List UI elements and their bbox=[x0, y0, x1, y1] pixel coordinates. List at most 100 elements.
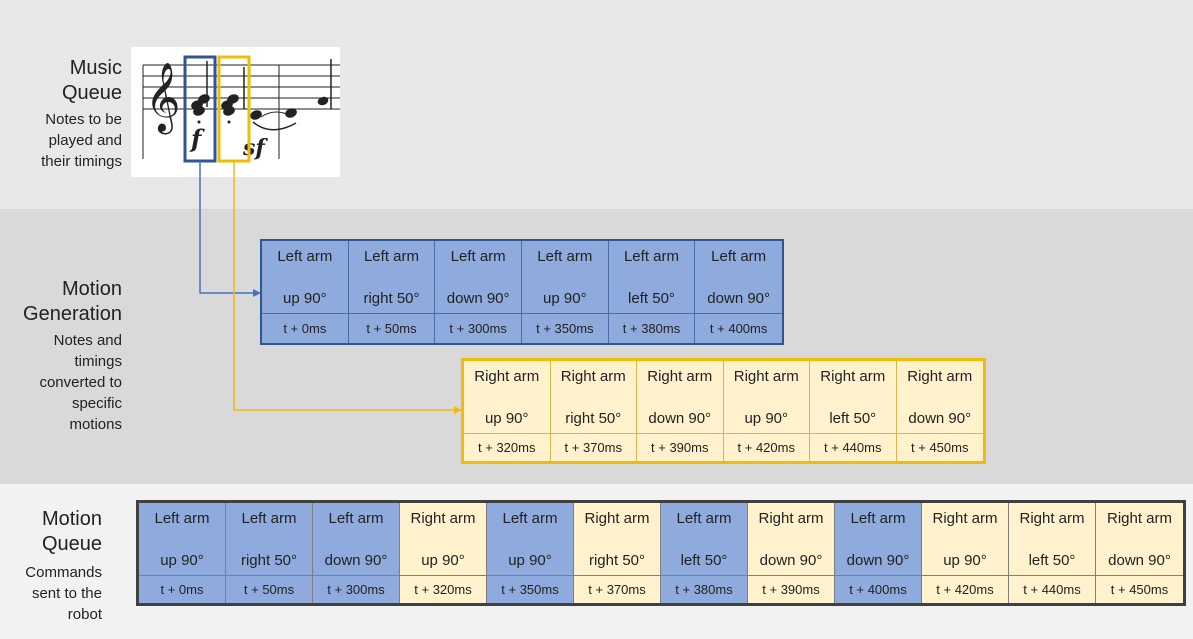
motion-text: down 90° bbox=[446, 289, 510, 307]
music-queue-title-1: Music bbox=[69, 57, 122, 79]
motion-text: Right arm bbox=[647, 367, 713, 385]
motion-text: Right arm bbox=[907, 367, 973, 385]
motion-label: Left arm up 90° bbox=[262, 241, 348, 314]
motion-text: Left arm bbox=[850, 509, 906, 527]
motion-text: right 50° bbox=[240, 551, 298, 569]
motion-text: left 50° bbox=[829, 409, 877, 427]
motion-text: Left arm bbox=[623, 247, 679, 265]
motion-queue-title-2: Queue bbox=[41, 533, 102, 555]
motion-label: Left arm right 50° bbox=[226, 503, 312, 576]
svg-text:f: f bbox=[189, 124, 205, 153]
motion-generation-sub-5: motions bbox=[69, 416, 122, 433]
music-queue-sub-1: Notes to be bbox=[45, 111, 122, 128]
motion-time: t + 50ms bbox=[243, 582, 295, 597]
motion-generation-label: Motion Generation Notes and timings conv… bbox=[0, 276, 122, 435]
motion-text: Right arm bbox=[1106, 509, 1173, 527]
music-queue-sub-2: played and bbox=[48, 132, 122, 149]
motion-generation-sub-4: specific bbox=[71, 395, 122, 412]
svg-text:sf: sf bbox=[242, 135, 268, 161]
motion-time: t + 380ms bbox=[675, 582, 733, 597]
motion-cell: Right arm up 90° t + 420ms bbox=[922, 503, 1009, 603]
motion-label: Right arm down 90° bbox=[748, 503, 834, 576]
motion-text: down 90° bbox=[1108, 551, 1171, 569]
motion-text: Left arm bbox=[277, 247, 333, 265]
motion-text: Right arm bbox=[733, 367, 799, 385]
motion-time: t + 450ms bbox=[1110, 582, 1169, 597]
motion-text: up 90° bbox=[943, 551, 987, 569]
music-queue-title-2: Queue bbox=[61, 82, 122, 104]
motion-text: Right arm bbox=[758, 509, 824, 527]
motion-text: Left arm bbox=[537, 247, 593, 265]
motion-label: Right arm down 90° bbox=[1096, 503, 1183, 576]
motion-time: t + 50ms bbox=[366, 321, 417, 336]
motion-text: Right arm bbox=[474, 367, 540, 385]
motion-time: t + 300ms bbox=[327, 582, 385, 597]
motion-text: right 50° bbox=[588, 551, 646, 569]
motion-time: t + 370ms bbox=[588, 582, 646, 597]
motion-text: down 90° bbox=[846, 551, 910, 569]
motion-time: t + 370ms bbox=[564, 440, 622, 455]
motion-cell: Left arm down 90° t + 400ms bbox=[835, 503, 922, 603]
motion-text: Left arm bbox=[241, 509, 297, 527]
motion-text: up 90° bbox=[283, 289, 327, 307]
motion-cell: Right arm right 50° t + 370ms bbox=[550, 361, 637, 461]
motion-text: down 90° bbox=[759, 551, 823, 569]
motion-text: Left arm bbox=[676, 509, 732, 527]
motion-queue-label: Motion Queue Commands sent to the robot bbox=[0, 506, 102, 625]
music-queue-sub-3: their timings bbox=[41, 153, 122, 170]
motion-label: Right arm right 50° bbox=[574, 503, 660, 576]
sheet-music-icon: 𝄞 f sf bbox=[142, 59, 340, 161]
motion-text: Right arm bbox=[932, 509, 998, 527]
motion-cell: Right arm down 90° t + 450ms bbox=[1096, 503, 1183, 603]
motion-text: Left arm bbox=[154, 509, 210, 527]
motion-time: t + 420ms bbox=[737, 440, 795, 455]
motion-label: Left arm down 90° bbox=[835, 503, 921, 576]
motion-text: down 90° bbox=[648, 409, 712, 427]
motion-time: t + 420ms bbox=[936, 582, 994, 597]
motion-time: t + 350ms bbox=[501, 582, 559, 597]
motion-text: down 90° bbox=[707, 289, 771, 307]
motion-time: t + 0ms bbox=[160, 582, 204, 597]
motion-cell: Right arm right 50° t + 370ms bbox=[574, 503, 661, 603]
motion-time: t + 400ms bbox=[849, 582, 907, 597]
motion-text: Right arm bbox=[584, 509, 650, 527]
motion-text: Right arm bbox=[560, 367, 626, 385]
right-note-highlight bbox=[217, 55, 251, 163]
motion-text: right 50° bbox=[565, 409, 622, 427]
motion-label: Right arm up 90° bbox=[922, 503, 1008, 576]
motion-queue-sub-2: sent to the bbox=[31, 585, 102, 602]
motion-text: up 90° bbox=[543, 289, 587, 307]
motion-text: Left arm bbox=[328, 509, 384, 527]
motion-text: left 50° bbox=[1028, 551, 1076, 569]
motion-text: up 90° bbox=[508, 551, 552, 569]
left-arrow-line bbox=[199, 161, 254, 294]
motion-text: right 50° bbox=[363, 289, 420, 307]
motion-time: t + 440ms bbox=[1023, 582, 1081, 597]
motion-queue-title-1: Motion bbox=[41, 508, 102, 530]
sheet-music: 𝄞 f sf bbox=[131, 47, 340, 177]
